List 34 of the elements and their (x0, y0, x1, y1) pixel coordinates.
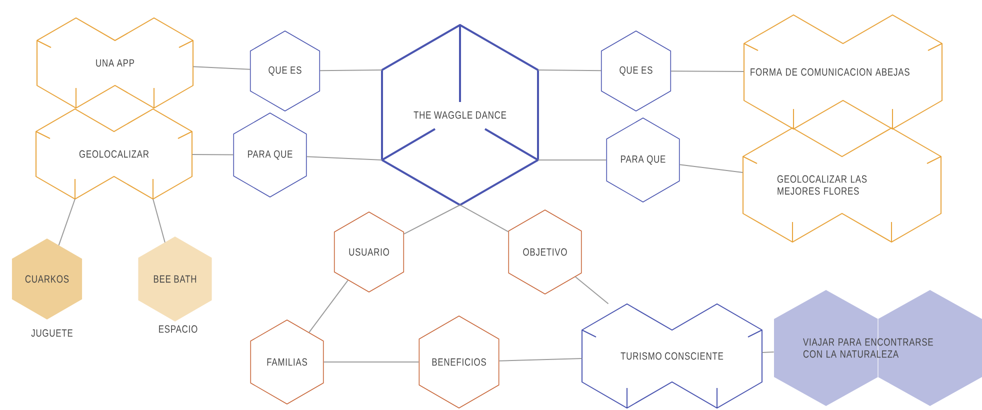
connector-line (574, 276, 609, 304)
double-hexagon-node: TURISMO CONSCIENTE (582, 303, 762, 409)
hexagon-node: BEE BATH (138, 236, 212, 322)
double-hexagon-node: GEOLOCALIZAR (36, 108, 192, 200)
hexagon-node: USUARIO (334, 212, 404, 292)
double-hexagon-node: FORMA DE COMUNICACION ABEJAS (744, 14, 942, 130)
hexagon-node: BENEFICIOS (418, 316, 500, 408)
caption-text: JUGUETE (31, 329, 72, 337)
double-hexagon-node: GEOLOCALIZAR LAS MEJORES FLORES (742, 127, 942, 243)
double-hexagon-node: UNA APP (36, 17, 194, 109)
connector-line (762, 352, 774, 353)
hexagon-node: PARA QUE (606, 118, 680, 202)
connector-line (192, 154, 234, 156)
hexagon-node: PARA QUE (233, 112, 307, 198)
connector-line (670, 70, 744, 72)
connector-line (498, 358, 582, 362)
double-hexagon-node: VIAJAR PARA ENCONTRARSE CON LA NATURALEZA (774, 290, 982, 406)
connector-line (460, 204, 509, 232)
connector-line (306, 156, 382, 160)
connector-line (308, 280, 348, 333)
hexagon-node: QUE ES (250, 30, 320, 112)
connector-line (58, 198, 76, 246)
hexagon-node: OBJETIVO (508, 210, 582, 294)
caption-text: ESPACIO (159, 325, 198, 333)
hexagon-node: FAMILIAS (250, 320, 324, 404)
connector-line (320, 70, 382, 72)
hexagon-node: CUARKOS (12, 238, 82, 320)
connector-line (192, 66, 250, 70)
connector-line (679, 164, 744, 174)
hexagon-node: QUE ES (600, 30, 672, 112)
cube-hexagon-node: THE WAGGLE DANCE (381, 24, 539, 206)
connector-line (152, 198, 166, 243)
connector-line (538, 70, 602, 72)
connector-line (404, 204, 460, 234)
